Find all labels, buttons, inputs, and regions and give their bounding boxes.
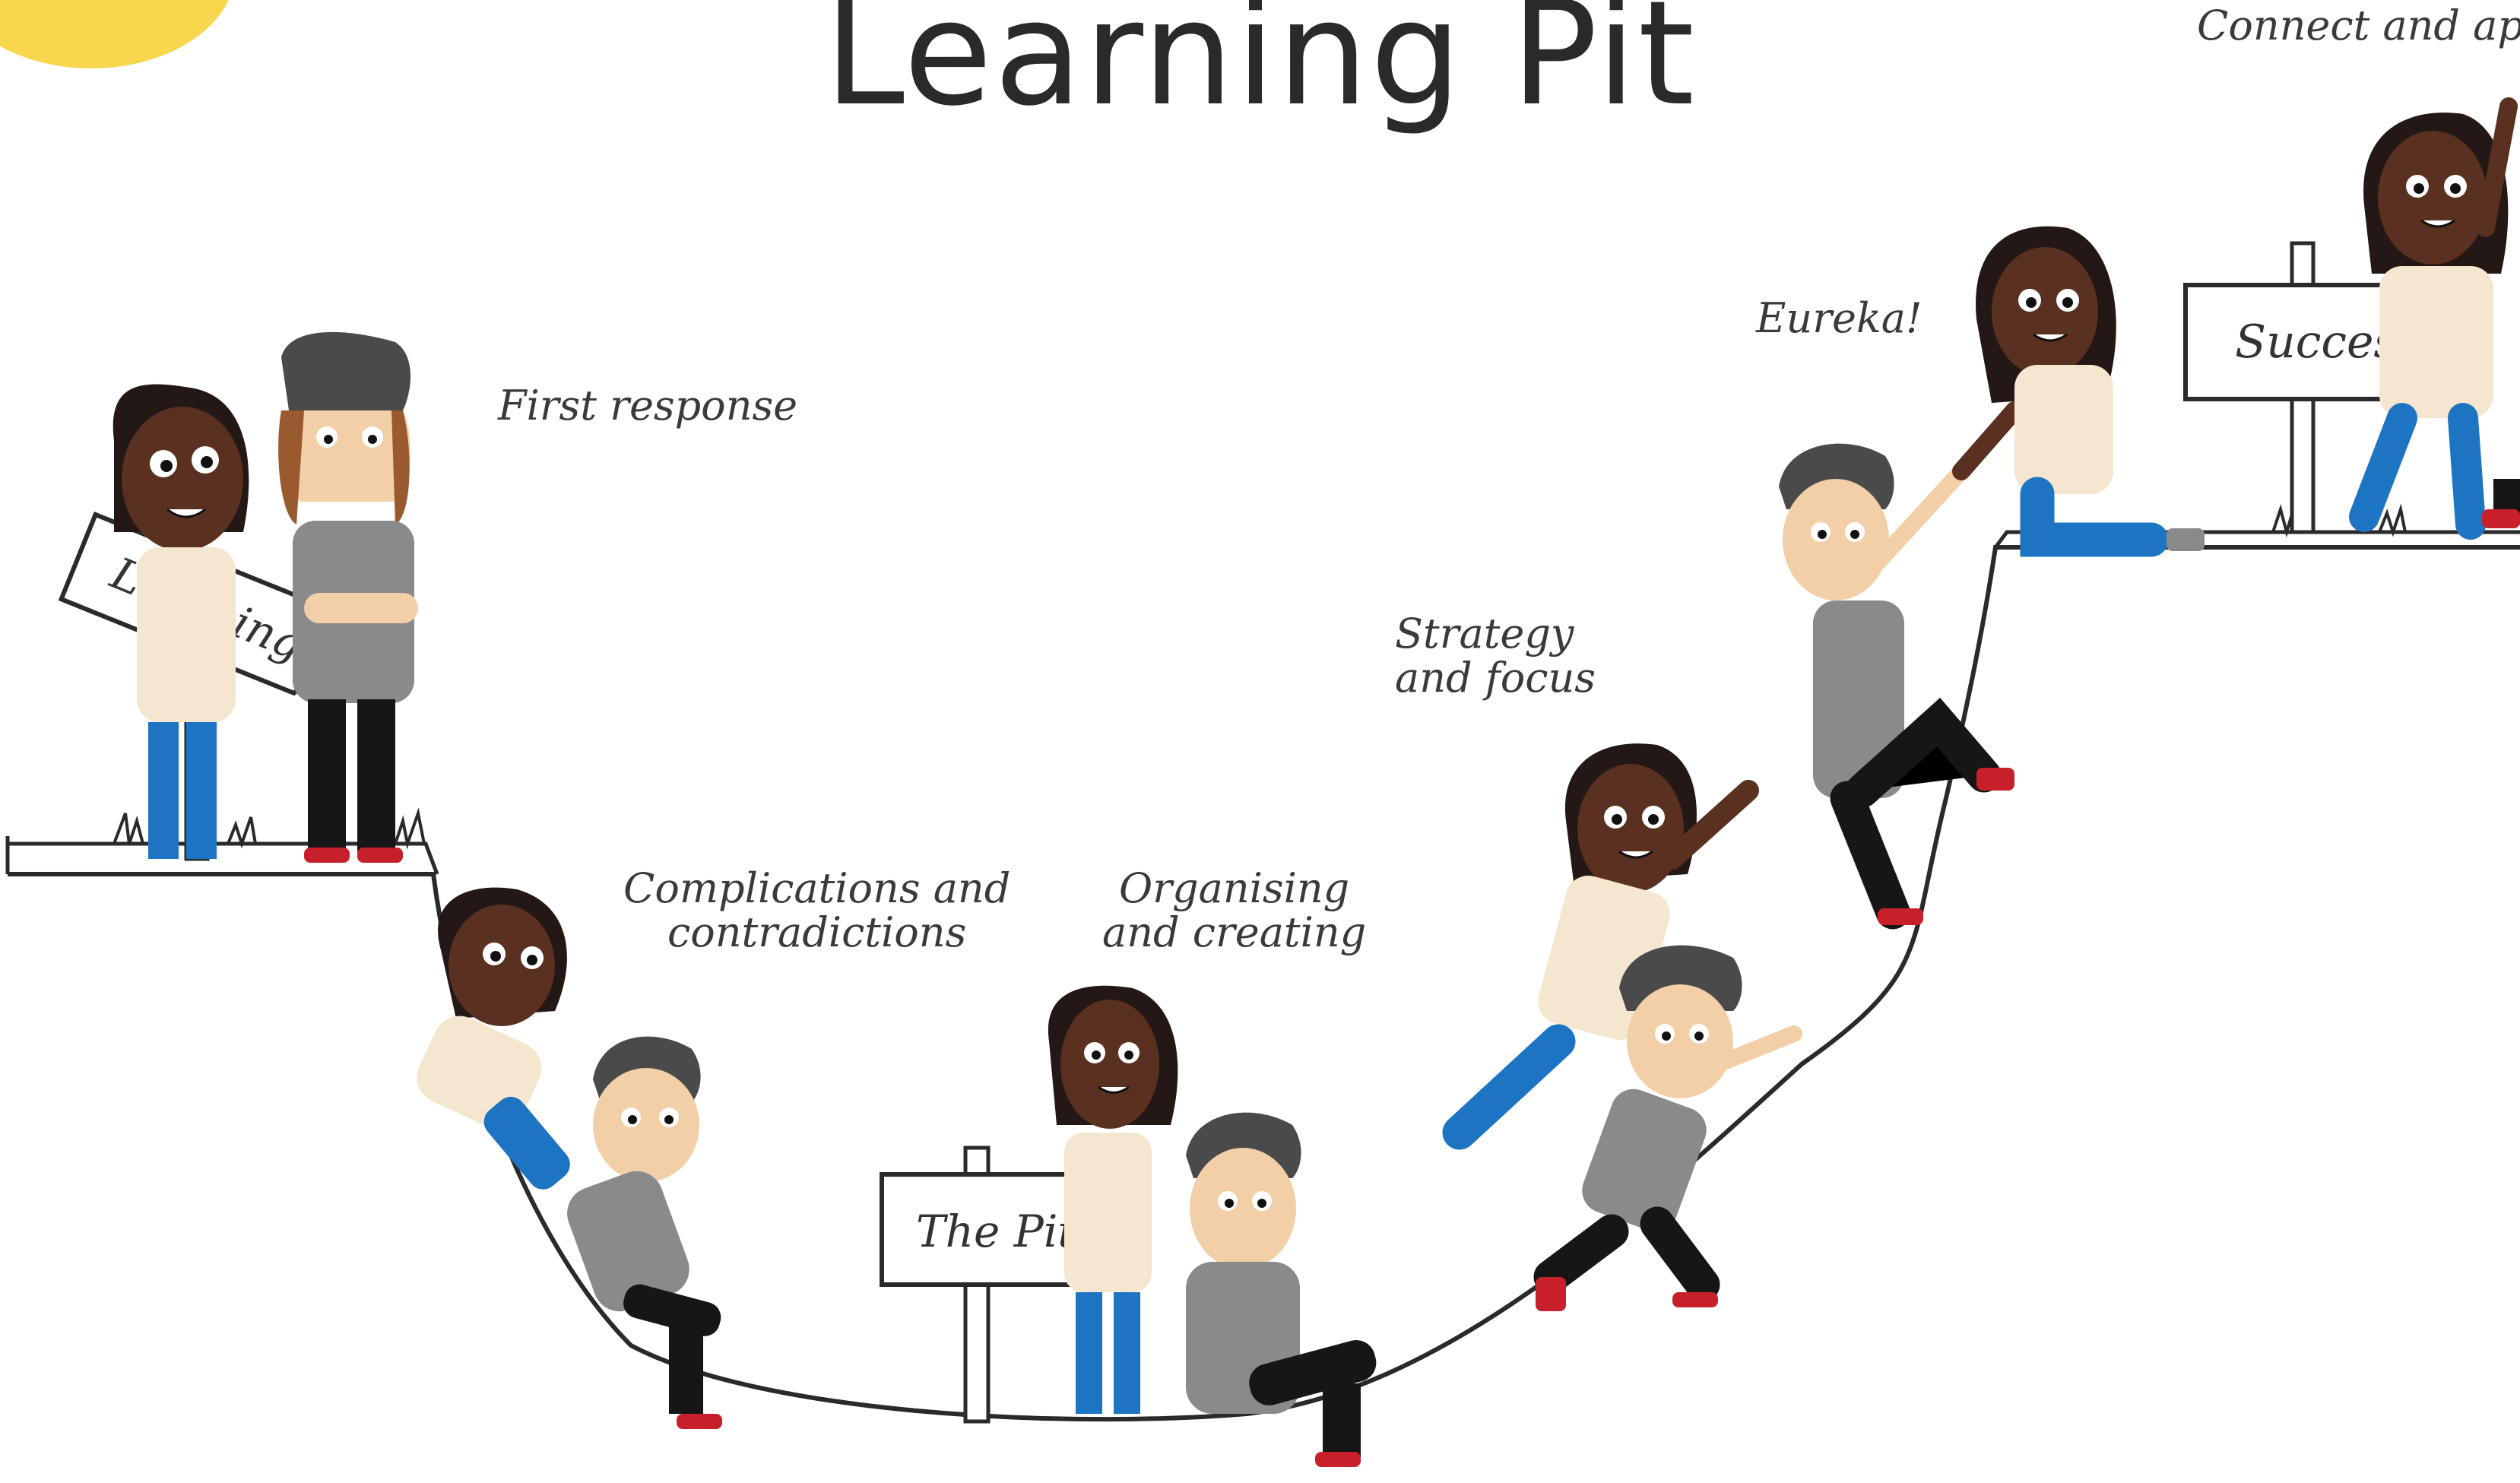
character-boy-sliding: [567, 1036, 722, 1429]
label-organising: Organising and creating: [1102, 867, 1366, 955]
label-connect-apply: Connect and apply: [2197, 2, 2520, 49]
corner-badge: [0, 0, 229, 68]
character-boy-start: [278, 331, 418, 863]
label-organising-line1: Organising: [1119, 864, 1350, 912]
label-strategy-line1: Strategy: [1395, 610, 1574, 658]
label-complications-line1: Complications and: [623, 864, 1011, 912]
right-ledge: [1994, 530, 2520, 549]
label-organising-line2: and creating: [1102, 908, 1367, 956]
page-title: Learning Pit: [824, 0, 1696, 138]
character-girl-pit: [1048, 985, 1178, 1414]
sign-pit-text: The Pit: [916, 1206, 1076, 1257]
character-boy-climbing: [1533, 945, 1802, 1311]
label-eureka: Eureka!: [1756, 294, 1922, 342]
label-strategy-line2: and focus: [1395, 654, 1596, 702]
character-boy-eureka: [1779, 443, 2014, 930]
character-boy-pit: [1186, 1112, 1377, 1467]
grass-left: [113, 807, 426, 850]
label-complications-line2: contradictions: [667, 908, 967, 956]
character-girl-eureka: [1952, 226, 2205, 557]
left-ledge: [5, 836, 439, 875]
character-girl-success: [2349, 97, 2520, 540]
pit-curve: [8, 545, 2520, 1422]
label-strategy: Strategy and focus: [1395, 612, 1596, 700]
label-first-response: First response: [498, 382, 798, 429]
character-girl-start: [113, 384, 249, 859]
pit-sign: The Pit: [880, 1146, 1089, 1424]
label-complications: Complications and contradictions: [623, 867, 1010, 955]
character-girl-sliding: [417, 887, 570, 1190]
